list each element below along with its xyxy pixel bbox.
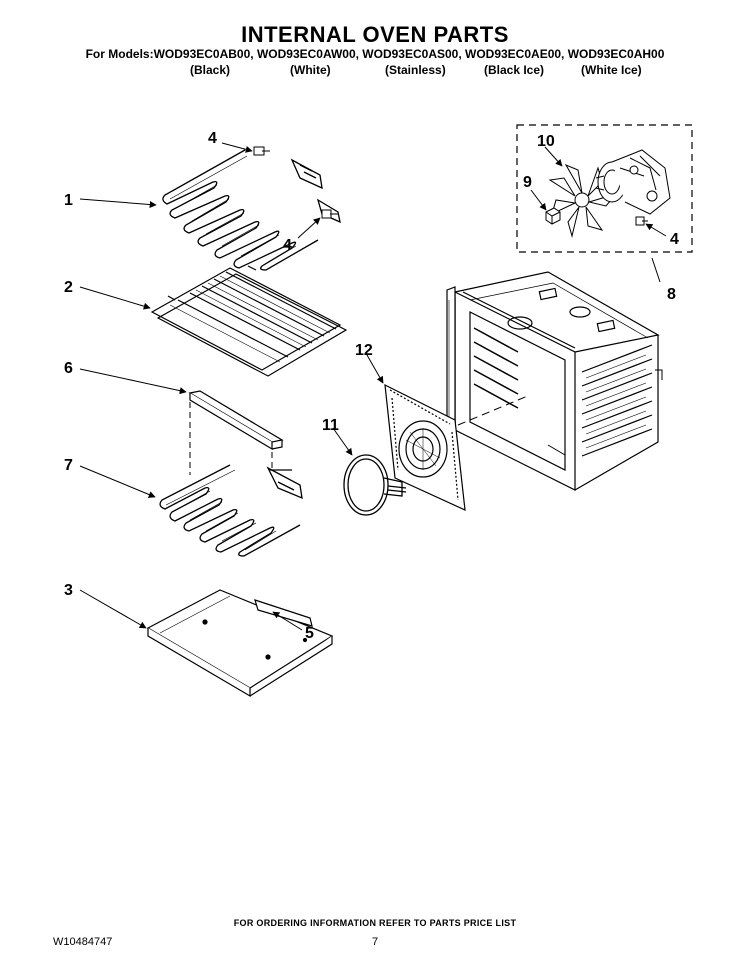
convection-cover-part [384,383,466,511]
models-line: For Models:WOD93EC0AB00, WOD93EC0AW00, W… [85,47,665,61]
element-shield-part [188,390,284,451]
callout-6: 6 [64,360,73,377]
callout-8: 8 [667,286,676,303]
color-label-black-ice: (Black Ice) [484,63,545,77]
color-label-white-ice: (White Ice) [581,63,642,77]
callout-12: 12 [355,342,373,359]
callout-4-fan-motor: 4 [670,231,679,248]
assembly-guide-line [457,394,531,426]
callout-11: 11 [322,417,339,434]
bottom-panel-part [146,589,334,698]
callout-3: 3 [64,582,73,599]
document-number: W10484747 [53,936,113,948]
fan-nut-part [545,207,561,225]
callout-5: 5 [305,625,314,642]
oven-rack-part [150,265,348,377]
color-label-white: (White) [290,63,331,77]
leader-lines [79,142,667,631]
color-label-black: (Black) [190,63,231,77]
callout-1: 1 [64,192,73,209]
callout-4-heating-element: 4 [208,130,217,147]
fan-motor-part [595,149,671,215]
page-number: 7 [372,936,379,948]
callout-9: 9 [523,174,532,191]
callout-2: 2 [64,279,73,296]
convection-element-part [343,454,407,516]
oven-cavity-part [446,271,663,491]
callout-10: 10 [537,133,555,150]
color-label-stainless: (Stainless) [385,63,446,77]
fan-assembly-box [516,124,693,253]
callout-4-bracket: 4 [283,237,292,254]
callout-7: 7 [64,457,73,474]
page-title: INTERNAL OVEN PARTS [241,22,509,47]
broil-element-part [162,149,341,271]
bake-element-part [159,464,303,557]
ordering-info-note: FOR ORDERING INFORMATION REFER TO PARTS … [233,918,517,928]
